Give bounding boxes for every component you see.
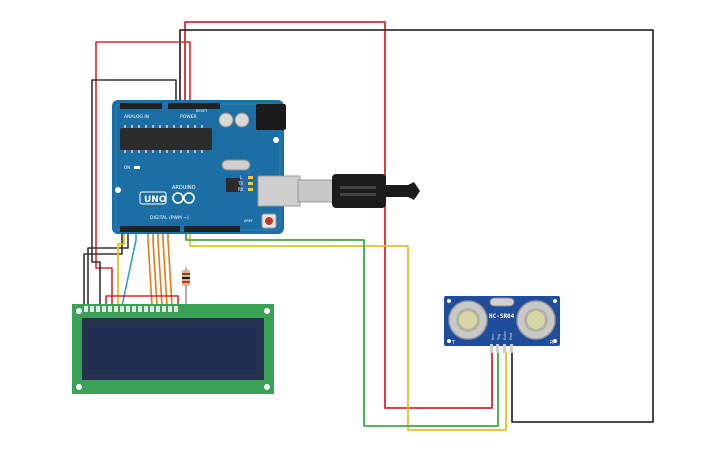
resistor[interactable] bbox=[182, 270, 190, 286]
capacitor-1 bbox=[218, 112, 234, 128]
reset-label: RESET bbox=[196, 109, 208, 113]
usb-cable-body bbox=[332, 174, 386, 208]
arduino-uno-board[interactable]: UNO ARDUINO DIGITAL (PWM ~) POWER ANALOG… bbox=[112, 100, 301, 234]
aref-label: AREF bbox=[244, 219, 253, 223]
led-on-label: ON bbox=[124, 165, 130, 170]
mount-hole-1 bbox=[115, 187, 121, 193]
wire-yellow-echo[interactable] bbox=[117, 231, 125, 307]
sensor-side-left: T bbox=[451, 340, 456, 346]
sensor-pin-label-gnd: Gnd bbox=[509, 333, 513, 340]
sensor-pin-label-trig: Trig bbox=[497, 334, 501, 341]
arduino-brand-label: ARDUINO bbox=[172, 185, 196, 191]
wire-orange-d5[interactable] bbox=[167, 227, 173, 307]
led-l-label: L bbox=[240, 175, 243, 180]
sensor-pin-label-echo: Echo bbox=[503, 332, 507, 341]
wire-black-lcd-gnd-3[interactable] bbox=[83, 231, 123, 307]
dc-jack bbox=[256, 104, 286, 130]
lcd-screen bbox=[88, 328, 256, 370]
crystal-oscillator bbox=[221, 159, 251, 171]
wire-red-lcd-power[interactable] bbox=[95, 41, 191, 307]
sensor-crystal bbox=[489, 297, 515, 307]
wire-red-5v-loop[interactable] bbox=[184, 21, 493, 409]
analog-header bbox=[120, 103, 162, 109]
wire-red-lcd-backlight[interactable] bbox=[105, 295, 179, 307]
usb-cable[interactable] bbox=[297, 174, 420, 208]
wire-orange-d3[interactable] bbox=[157, 227, 163, 307]
usb-cable-wire bbox=[386, 182, 420, 200]
sensor-side-right: R bbox=[550, 340, 554, 346]
sensor-transmitter bbox=[448, 300, 488, 340]
sensor-receiver bbox=[516, 300, 556, 340]
wire-orange-d1[interactable] bbox=[147, 227, 153, 307]
analog-label: ANALOG IN bbox=[124, 114, 149, 120]
wire-teal-lcd-contrast[interactable] bbox=[121, 231, 137, 307]
wire-orange-d4[interactable] bbox=[162, 227, 168, 307]
sensor-pin-label-vcc: Vcc bbox=[491, 334, 495, 340]
digital-label: DIGITAL (PWM ~) bbox=[150, 215, 189, 221]
led-tx bbox=[248, 182, 253, 185]
arduino-infinity-logo bbox=[172, 192, 195, 204]
lcd-16x2-module[interactable] bbox=[72, 304, 274, 394]
wire-orange-d2[interactable] bbox=[152, 227, 158, 307]
wire-yellow-trig[interactable] bbox=[189, 227, 507, 431]
uno-label: UNO bbox=[144, 195, 167, 205]
hc-sr04-sensor[interactable]: HC-SR04 T R Vcc Trig Echo Gnd bbox=[444, 296, 560, 353]
led-l bbox=[248, 176, 253, 179]
sensor-model-label: HC-SR04 bbox=[489, 313, 515, 320]
sensor-pins bbox=[490, 344, 513, 353]
lcd-pin-header bbox=[84, 306, 178, 312]
digital-header-low bbox=[120, 226, 180, 232]
wire-black-lcd-gnd-1[interactable] bbox=[91, 79, 177, 307]
power-label: POWER bbox=[180, 114, 197, 120]
led-tx-label: TX bbox=[237, 181, 243, 186]
power-header bbox=[168, 103, 220, 109]
led-on bbox=[134, 166, 140, 169]
wire-black-lcd-gnd-2[interactable] bbox=[87, 231, 129, 307]
led-rx-label: RX bbox=[238, 187, 244, 192]
usb-port[interactable] bbox=[257, 175, 301, 207]
usb-chip bbox=[226, 178, 240, 192]
usb-cable-plug-metal bbox=[297, 179, 335, 203]
capacitor-2 bbox=[234, 112, 250, 128]
atmega-chip bbox=[120, 128, 212, 150]
mount-hole-2 bbox=[273, 137, 279, 143]
wire-green-trig[interactable] bbox=[185, 227, 499, 427]
digital-header-high bbox=[184, 226, 240, 232]
uno-logo-box bbox=[139, 191, 167, 205]
led-rx bbox=[248, 188, 253, 191]
